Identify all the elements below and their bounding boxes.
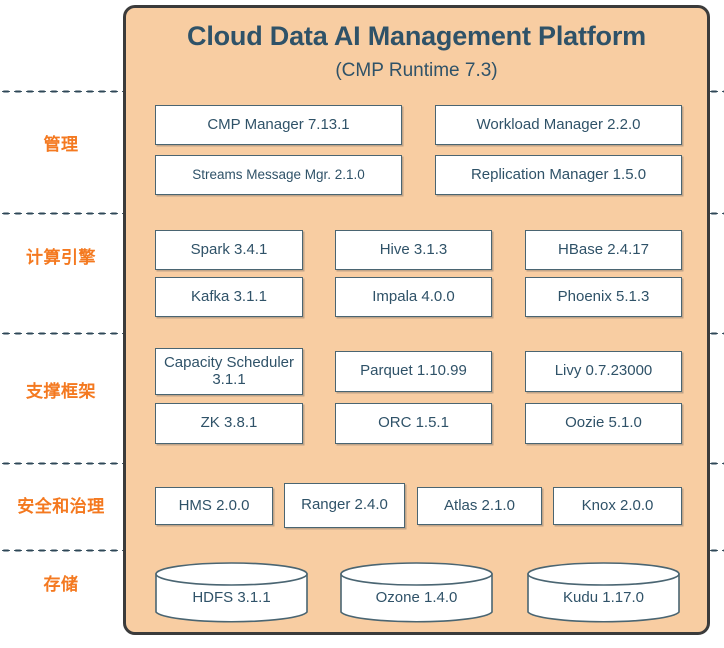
component-spark[interactable]: Spark 3.4.1 [155,230,303,270]
storage-cylinder-ozone[interactable]: Ozone 1.4.0 [340,562,493,624]
component-capacity-scheduler[interactable]: Capacity Scheduler 3.1.1 [155,348,303,395]
component-parquet[interactable]: Parquet 1.10.99 [335,351,492,392]
sidebar-item-security: 安全和治理 [17,497,105,517]
component-oozie[interactable]: Oozie 5.1.0 [525,403,682,444]
component-atlas[interactable]: Atlas 2.1.0 [417,487,542,525]
platform-panel: Cloud Data AI Management Platform (CMP R… [123,5,710,635]
component-replication-manager[interactable]: Replication Manager 1.5.0 [435,155,682,195]
sidebar-item-management: 管理 [43,135,79,155]
component-hbase[interactable]: HBase 2.4.17 [525,230,682,270]
component-livy[interactable]: Livy 0.7.23000 [525,351,682,392]
sidebar-item-storage: 存储 [43,575,79,595]
component-kafka[interactable]: Kafka 3.1.1 [155,277,303,317]
component-hms[interactable]: HMS 2.0.0 [155,487,273,525]
storage-label-ozone: Ozone 1.4.0 [375,588,458,606]
cylinder-shape-icon [527,562,680,623]
storage-label-hdfs: HDFS 3.1.1 [192,588,271,606]
component-streams-message-mgr[interactable]: Streams Message Mgr. 2.1.0 [155,155,402,195]
cylinder-shape-icon [155,562,308,623]
cylinder-shape-icon [340,562,493,623]
component-knox[interactable]: Knox 2.0.0 [553,487,682,525]
component-phoenix[interactable]: Phoenix 5.1.3 [525,277,682,317]
component-zk[interactable]: ZK 3.8.1 [155,403,303,444]
component-impala[interactable]: Impala 4.0.0 [335,277,492,317]
page-subtitle: (CMP Runtime 7.3) [335,60,498,81]
component-workload-manager[interactable]: Workload Manager 2.2.0 [435,105,682,145]
storage-label-kudu: Kudu 1.17.0 [563,588,644,606]
storage-cylinder-hdfs[interactable]: HDFS 3.1.1 [155,562,308,624]
component-cmp-manager[interactable]: CMP Manager 7.13.1 [155,105,402,145]
component-hive[interactable]: Hive 3.1.3 [335,230,492,270]
sidebar-item-framework: 支撑框架 [26,382,96,402]
component-ranger[interactable]: Ranger 2.4.0 [284,483,405,528]
sidebar-item-compute: 计算引擎 [26,248,96,268]
component-orc[interactable]: ORC 1.5.1 [335,403,492,444]
page-title: Cloud Data AI Management Platform [187,21,646,51]
storage-cylinder-kudu[interactable]: Kudu 1.17.0 [527,562,680,624]
